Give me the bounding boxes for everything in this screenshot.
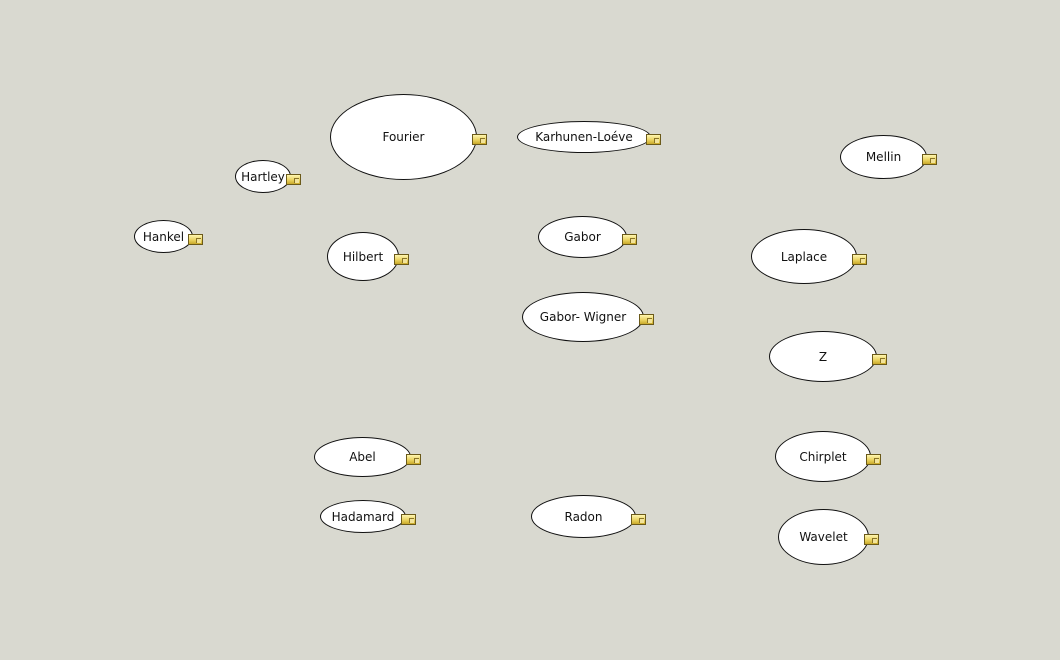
node-hartley[interactable]: Hartley xyxy=(235,160,291,193)
note-icon[interactable] xyxy=(401,513,416,525)
node-label: Radon xyxy=(564,509,603,524)
node-radon[interactable]: Radon xyxy=(531,495,636,538)
note-icon[interactable] xyxy=(872,353,887,365)
note-icon[interactable] xyxy=(631,513,646,525)
node-label: Laplace xyxy=(780,249,828,264)
node-label: Hankel xyxy=(142,229,185,244)
node-label: Hadamard xyxy=(331,509,395,524)
node-hilbert[interactable]: Hilbert xyxy=(327,232,399,281)
node-mellin[interactable]: Mellin xyxy=(840,135,927,179)
node-label: Fourier xyxy=(382,130,425,144)
node-label: Wavelet xyxy=(799,530,848,544)
note-icon[interactable] xyxy=(922,154,937,165)
node-label: Mellin xyxy=(865,150,902,164)
note-icon[interactable] xyxy=(622,234,637,245)
node-laplace[interactable]: Laplace xyxy=(751,229,857,284)
node-hadamard[interactable]: Hadamard xyxy=(320,500,406,533)
node-karhunen-lo-ve[interactable]: Karhunen-Loéve xyxy=(517,121,651,153)
node-label: Gabor xyxy=(564,230,601,244)
note-icon[interactable] xyxy=(394,253,409,265)
node-fourier[interactable]: Fourier xyxy=(330,94,477,180)
note-icon[interactable] xyxy=(639,314,654,325)
note-icon[interactable] xyxy=(852,253,867,265)
node-abel[interactable]: Abel xyxy=(314,437,411,477)
node-label: Chirplet xyxy=(799,449,847,464)
node-label: Z xyxy=(818,349,828,364)
node-hankel[interactable]: Hankel xyxy=(134,220,193,253)
note-icon[interactable] xyxy=(472,134,487,145)
note-icon[interactable] xyxy=(646,134,661,145)
note-icon[interactable] xyxy=(864,534,879,545)
node-z[interactable]: Z xyxy=(769,331,877,382)
node-label: Abel xyxy=(349,450,376,464)
note-icon[interactable] xyxy=(188,233,203,245)
node-label: Gabor- Wigner xyxy=(539,310,627,324)
node-label: Hilbert xyxy=(342,249,384,264)
node-label: Hartley xyxy=(241,169,285,184)
note-icon[interactable] xyxy=(866,453,881,465)
note-icon[interactable] xyxy=(286,173,301,185)
note-icon[interactable] xyxy=(406,454,421,465)
node-label: Karhunen-Loéve xyxy=(535,130,633,144)
node-gabor-wigner[interactable]: Gabor- Wigner xyxy=(522,292,644,342)
node-gabor[interactable]: Gabor xyxy=(538,216,627,258)
node-wavelet[interactable]: Wavelet xyxy=(778,509,869,565)
node-chirplet[interactable]: Chirplet xyxy=(775,431,871,482)
